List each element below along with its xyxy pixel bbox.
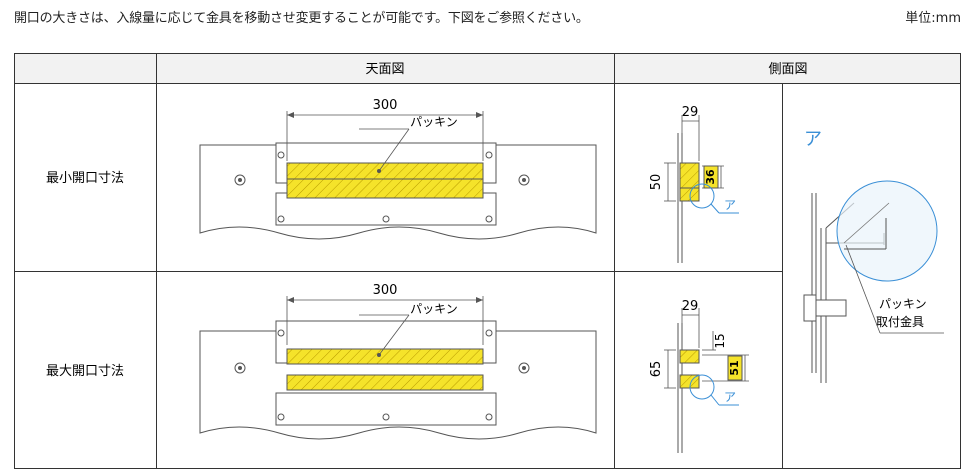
side-view-max [664, 308, 749, 453]
side-view-min-callout: ア [724, 198, 736, 212]
table-grid [14, 53, 961, 469]
row-label-max: 最大開口寸法 [46, 364, 124, 379]
detail-view-title: ア [804, 129, 822, 150]
top-view-max-width-dim: 300 [373, 283, 398, 298]
top-view-min [199, 111, 597, 240]
intro-text: 開口の大きさは、入線量に応じて金具を移動させ変更することが可能です。下図をご参照… [14, 11, 589, 26]
header-row [14, 53, 961, 83]
header-side-view: 側面図 [768, 62, 807, 77]
detail-view-label-line1: パッキン [879, 297, 927, 311]
unit-label: 単位:mm [905, 11, 961, 26]
side-view-min-opening-badge: 36 [704, 169, 717, 185]
detail-view [803, 180, 944, 383]
side-view-max-callout: ア [724, 390, 736, 404]
dimension-table: 天面図 側面図 最小開口寸法 最大開口寸法 300 パッキン [14, 53, 961, 469]
side-view-max-height-dim: 65 [649, 361, 664, 378]
side-view-min [664, 115, 739, 263]
side-view-max-opening-badge: 51 [728, 360, 741, 375]
top-view-max-packing-label: パッキン [410, 302, 458, 316]
side-view-max-top-dim: 15 [713, 333, 727, 348]
side-view-min-width-dim: 29 [682, 105, 699, 120]
row-label-min: 最小開口寸法 [46, 171, 124, 186]
header-top-view: 天面図 [365, 62, 404, 77]
side-view-min-height-dim: 50 [649, 174, 664, 191]
top-view-max [199, 296, 597, 440]
side-view-max-width-dim: 29 [682, 299, 699, 314]
top-view-min-packing-label: パッキン [410, 115, 458, 129]
detail-view-label-line2: 取付金具 [876, 314, 924, 329]
top-view-min-width-dim: 300 [373, 98, 398, 113]
